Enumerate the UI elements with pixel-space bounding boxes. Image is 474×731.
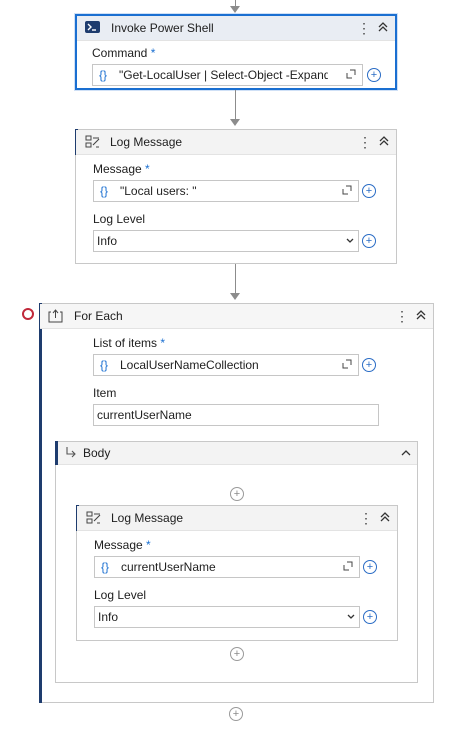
connector-arrow [230,119,240,126]
activity-header[interactable]: Invoke Power Shell ⋮ [77,16,395,41]
collapse-icon[interactable] [412,307,430,325]
activity-accent-bar [39,303,42,703]
collapse-icon[interactable] [376,509,394,527]
message-value: "Local users: " [120,184,197,198]
log-level-select[interactable]: Info [94,606,360,628]
command-input[interactable]: {} "Get-LocalUser | Select-Object -Expan… [92,64,363,86]
item-label: Item [93,386,117,400]
log-message-activity[interactable]: Log Message ⋮ Message * {} "Local users:… [75,129,397,264]
message-input[interactable]: {} currentUserName [94,556,360,578]
add-plus-icon[interactable]: + [362,184,376,198]
body-header[interactable]: Body [55,441,417,465]
more-options-icon[interactable]: ⋮ [359,510,373,526]
log-level-value: Info [98,610,119,624]
body-title: Body [83,446,111,460]
more-options-icon[interactable]: ⋮ [395,308,409,324]
expand-editor-icon[interactable] [342,185,352,195]
message-input[interactable]: {} "Local users: " [93,180,359,202]
expand-editor-icon[interactable] [343,561,353,571]
activity-title: Log Message [110,135,183,149]
connector-line [235,264,236,294]
list-of-items-value: LocalUserNameCollection [120,358,259,372]
body-arrow-icon [65,446,77,461]
expression-icon: {} [101,560,110,574]
message-label: Message * [93,162,150,176]
chevron-down-icon [346,231,354,251]
connector-arrow [230,293,240,300]
collapse-icon[interactable] [374,19,392,37]
invoke-powershell-activity[interactable]: Invoke Power Shell ⋮ Command * {} "Get-L… [75,14,397,90]
connector-arrow [230,6,240,13]
more-options-icon[interactable]: ⋮ [358,134,372,150]
add-activity-icon[interactable]: + [230,487,244,501]
add-activity-icon[interactable]: + [230,647,244,661]
activity-title: Log Message [111,511,184,525]
expand-editor-icon[interactable] [342,359,352,369]
chevron-down-icon [347,607,355,627]
collapse-icon[interactable] [375,133,393,151]
for-each-activity[interactable]: For Each ⋮ List of items * {} LocalUserN… [39,303,434,703]
expression-icon: {} [100,184,109,198]
expression-icon: {} [99,68,108,82]
list-of-items-input[interactable]: {} LocalUserNameCollection [93,354,359,376]
add-plus-icon[interactable]: + [363,610,377,624]
log-message-activity[interactable]: Log Message ⋮ Message * {} currentUserNa… [76,505,398,641]
activity-header[interactable]: Log Message ⋮ [77,506,397,531]
add-plus-icon[interactable]: + [367,68,381,82]
log-level-label: Log Level [94,588,147,602]
expand-editor-icon[interactable] [346,69,356,79]
log-message-icon [85,135,101,152]
activity-header[interactable]: For Each ⋮ [40,304,433,329]
add-plus-icon[interactable]: + [362,358,376,372]
body-accent-bar [55,441,58,465]
command-label: Command * [92,46,156,60]
item-input[interactable]: currentUserName [93,404,379,426]
item-value: currentUserName [97,408,192,422]
command-value: "Get-LocalUser | Select-Object -ExpandPr… [119,68,328,82]
list-of-items-label: List of items * [93,336,166,350]
log-level-value: Info [97,234,118,248]
log-level-select[interactable]: Info [93,230,359,252]
activity-title: For Each [74,309,123,323]
powershell-icon [85,21,100,33]
activity-title: Invoke Power Shell [111,21,214,35]
breakpoint-icon[interactable] [22,308,34,320]
activity-header[interactable]: Log Message ⋮ [76,130,396,155]
more-options-icon[interactable]: ⋮ [357,20,371,36]
message-label: Message * [94,538,151,552]
chevron-up-icon[interactable] [401,447,411,461]
for-each-icon [48,309,63,326]
connector-line [235,90,236,120]
add-plus-icon[interactable]: + [362,234,376,248]
add-plus-icon[interactable]: + [363,560,377,574]
expression-icon: {} [100,358,109,372]
log-message-icon [86,511,102,528]
log-level-label: Log Level [93,212,146,226]
add-activity-icon[interactable]: + [229,707,243,721]
connector-line [235,0,236,7]
body-container: Body + Log Message ⋮ Message * {} [55,441,418,683]
message-value: currentUserName [121,560,216,574]
